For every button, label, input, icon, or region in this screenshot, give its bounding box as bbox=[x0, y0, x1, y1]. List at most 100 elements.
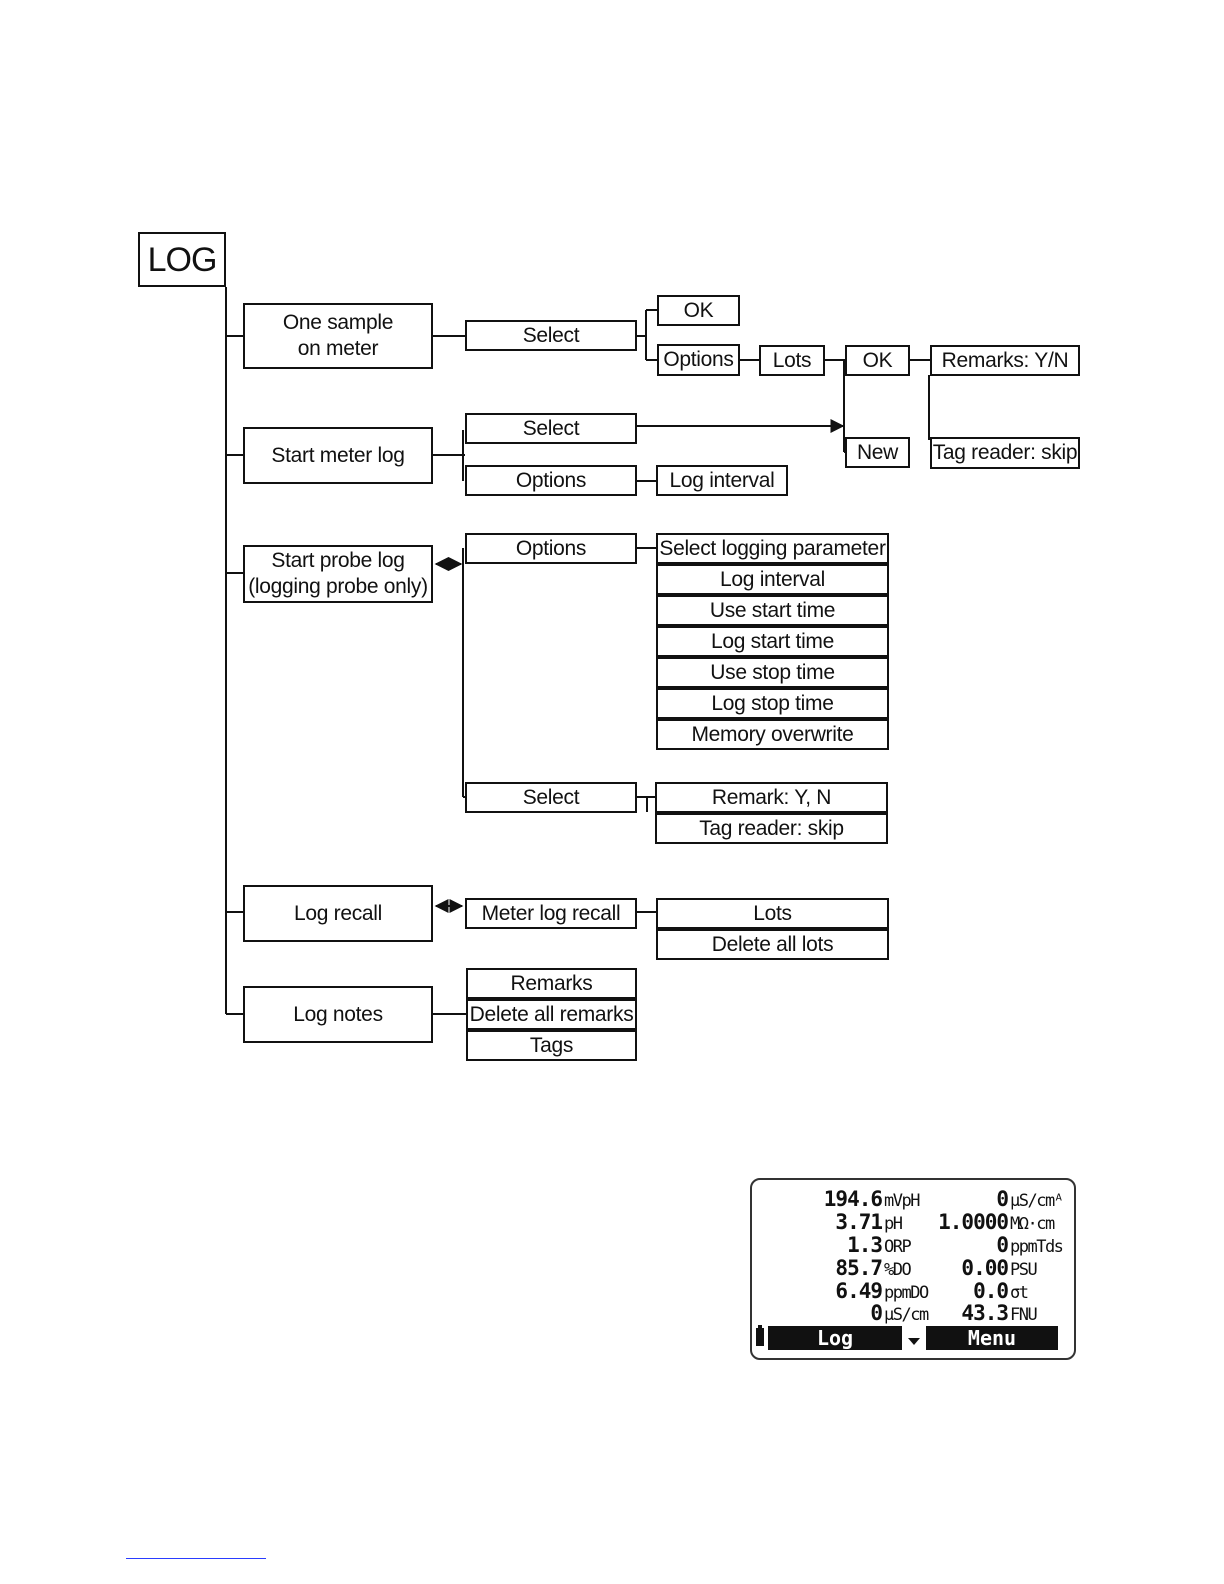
log-softkey-button[interactable]: Log bbox=[768, 1326, 902, 1350]
one-sample-options-label: Options bbox=[663, 348, 734, 371]
log-root-box: LOG bbox=[138, 232, 226, 287]
one-sample-ok-box: OK bbox=[657, 295, 740, 326]
reading-value: 6.49 bbox=[835, 1279, 883, 1303]
one-sample-label-line2: on meter bbox=[297, 337, 379, 360]
one-sample-ok-label: OK bbox=[683, 298, 714, 322]
probe-option-item-label: Memory overwrite bbox=[691, 722, 854, 746]
start-probe-log-label-line2: (logging probe only) bbox=[248, 575, 428, 598]
reading-value: 43.3 bbox=[961, 1301, 1009, 1325]
log-recall-item-label: Delete all lots bbox=[711, 932, 834, 956]
log-recall-item: Delete all lots bbox=[656, 929, 889, 960]
start-meter-log-label: Start meter log bbox=[271, 443, 405, 467]
one-sample-box: One sample on meter bbox=[243, 303, 433, 369]
start-meter-log-interval-label: Log interval bbox=[669, 468, 775, 492]
probe-option-item-label: Log interval bbox=[720, 567, 825, 591]
reading-unit: FNU bbox=[1010, 1305, 1038, 1325]
log-notes-label: Log notes bbox=[293, 1002, 383, 1026]
reading-value: 0 bbox=[996, 1233, 1009, 1257]
reading-unit: pH bbox=[884, 1214, 903, 1234]
log-notes-box: Log notes bbox=[243, 986, 433, 1043]
start-meter-log-options-box: Options bbox=[465, 465, 637, 496]
lots-new-label: New bbox=[856, 440, 899, 464]
start-meter-log-interval-box: Log interval bbox=[656, 465, 788, 496]
log-root-label: LOG bbox=[147, 240, 218, 279]
start-probe-log-label-line1: Start probe log bbox=[271, 549, 405, 572]
start-probe-log-select-box: Select bbox=[465, 782, 637, 813]
reading-unit: µS/cmᴬ bbox=[1010, 1191, 1064, 1211]
probe-option-item-label: Use stop time bbox=[710, 660, 835, 684]
log-recall-item-label: Lots bbox=[753, 901, 792, 925]
start-meter-log-options-label: Options bbox=[515, 468, 587, 492]
log-recall-box: Log recall bbox=[243, 885, 433, 942]
probe-option-item: Select logging parameter bbox=[656, 533, 889, 564]
remarks-yn-box: Remarks: Y/N bbox=[930, 345, 1080, 376]
probe-option-item: Memory overwrite bbox=[656, 719, 889, 750]
tag-reader-skip-label: Tag reader: skip bbox=[932, 441, 1078, 464]
probe-option-item: Use start time bbox=[656, 595, 889, 626]
log-notes-item-label: Remarks bbox=[510, 971, 593, 995]
reading-unit: ppmDO bbox=[884, 1283, 929, 1303]
reading-unit: %DO bbox=[884, 1260, 912, 1280]
menu-softkey-label: Menu bbox=[967, 1326, 1017, 1350]
lots-ok-label: OK bbox=[862, 348, 893, 372]
probe-option-item: Log stop time bbox=[656, 688, 889, 719]
reading-value: 0 bbox=[870, 1301, 883, 1325]
log-notes-item: Delete all remarks bbox=[466, 999, 637, 1030]
reading-value: 0.0 bbox=[973, 1279, 1009, 1303]
log-notes-item: Tags bbox=[466, 1030, 637, 1061]
probe-option-item: Log start time bbox=[656, 626, 889, 657]
reading-unit: mVpH bbox=[884, 1191, 920, 1211]
reading-value: 3.71 bbox=[835, 1210, 883, 1234]
probe-select-item-label: Tag reader: skip bbox=[699, 816, 844, 840]
log-recall-item: Lots bbox=[656, 898, 889, 929]
log-recall-label: Log recall bbox=[293, 901, 383, 925]
tag-reader-skip-box: Tag reader: skip bbox=[930, 437, 1080, 469]
remarks-yn-label: Remarks: Y/N bbox=[941, 348, 1069, 372]
probe-option-item-label: Log stop time bbox=[711, 691, 834, 715]
reading-value: 85.7 bbox=[835, 1256, 883, 1280]
start-probe-log-options-box: Options bbox=[465, 533, 637, 564]
reading-unit: PSU bbox=[1010, 1260, 1038, 1280]
probe-option-item: Log interval bbox=[656, 564, 889, 595]
one-sample-label-line1: One sample bbox=[282, 311, 394, 334]
menu-softkey-button[interactable]: Menu bbox=[926, 1326, 1058, 1350]
lots-label: Lots bbox=[772, 348, 812, 372]
arrow-down-icon bbox=[908, 1338, 920, 1345]
reading-value: 1.3 bbox=[847, 1233, 883, 1257]
reading-unit: ppmTds bbox=[1010, 1237, 1064, 1257]
display-reading-row: 85.7%DO bbox=[762, 1256, 912, 1280]
lots-ok-box: OK bbox=[845, 345, 910, 376]
probe-select-item: Tag reader: skip bbox=[655, 813, 888, 844]
log-notes-item: Remarks bbox=[466, 968, 637, 999]
reading-value: 194.6 bbox=[823, 1187, 883, 1211]
start-probe-log-box: Start probe log (logging probe only) bbox=[243, 545, 433, 603]
start-meter-log-select-label: Select bbox=[522, 416, 580, 440]
one-sample-options-box: Options bbox=[657, 344, 740, 376]
reading-unit: σt bbox=[1010, 1283, 1029, 1303]
probe-option-item-label: Log start time bbox=[710, 629, 835, 653]
log-notes-item-label: Delete all remarks bbox=[469, 1002, 634, 1026]
probe-option-item-label: Select logging parameter bbox=[659, 536, 886, 560]
lots-new-box: New bbox=[845, 437, 910, 468]
reading-value: 0.00 bbox=[961, 1256, 1009, 1280]
footer-rule bbox=[126, 1558, 266, 1559]
reading-unit: ORP bbox=[884, 1237, 912, 1257]
start-probe-log-select-label: Select bbox=[522, 785, 580, 809]
one-sample-select-box: Select bbox=[465, 320, 637, 351]
probe-option-item-label: Use start time bbox=[709, 598, 836, 622]
log-notes-item-label: Tags bbox=[529, 1033, 574, 1057]
probe-option-item: Use stop time bbox=[656, 657, 889, 688]
reading-value: 0 bbox=[996, 1187, 1009, 1211]
reading-unit: µS/cm bbox=[884, 1305, 929, 1325]
reading-value: 1.0000 bbox=[938, 1210, 1009, 1234]
